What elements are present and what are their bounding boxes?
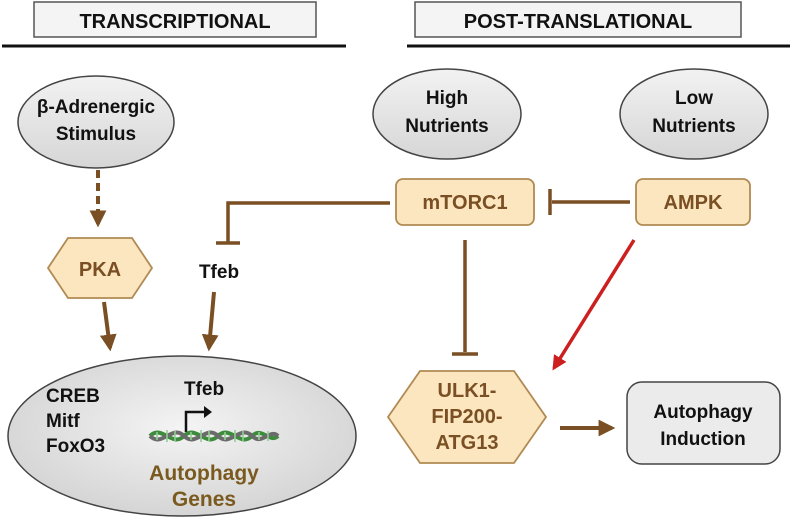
high-nutrients-line1: High	[426, 88, 468, 109]
genes-title-line1: Autophagy	[149, 462, 259, 485]
transcription-start-icon	[184, 410, 206, 432]
pka-to-genes-arrow	[99, 301, 117, 352]
beta-adrenergic-stimulus-node: β-Adrenergic Stimulus	[17, 75, 175, 169]
autophagy-induction-line1: Autophagy	[653, 402, 753, 423]
factor-foxo3: FoxO3	[46, 436, 105, 457]
mtorc1-label: mTORC1	[422, 192, 507, 214]
low-nutrients-line1: Low	[675, 88, 713, 109]
factor-creb: CREB	[46, 386, 100, 407]
high-nutrients-node: High Nutrients	[372, 68, 522, 160]
ulk1-complex-node: ULK1- FIP200- ATG13	[386, 370, 548, 464]
ulk1-line2: FIP200-	[431, 406, 502, 428]
genes-title-line2: Genes	[172, 488, 236, 511]
ampk-label: AMPK	[664, 192, 723, 214]
ampk-node: AMPK	[635, 178, 751, 226]
ampk-activates-ulk1-arrow	[552, 239, 636, 371]
low-nutrients-node: Low Nutrients	[619, 68, 769, 160]
pka-label: PKA	[79, 259, 121, 281]
autophagy-induction-node: Autophagy Induction	[626, 381, 781, 465]
dna-helix-icon	[148, 430, 280, 442]
autophagy-induction-line2: Induction	[660, 429, 745, 450]
beta-stimulus-line2: Stimulus	[56, 124, 136, 145]
tfeb-to-genes-arrow	[201, 291, 219, 352]
low-nutrients-line2: Nutrients	[652, 116, 735, 137]
tfeb-label: Tfeb	[199, 262, 239, 283]
mtorc1-node: mTORC1	[395, 178, 535, 226]
ulk1-line1: ULK1-	[438, 380, 497, 402]
header-transcriptional: TRANSCRIPTIONAL	[2, 1, 346, 48]
high-nutrients-line2: Nutrients	[405, 116, 488, 137]
beta-stimulus-line1: β-Adrenergic	[37, 97, 156, 118]
header-transcriptional-label: TRANSCRIPTIONAL	[79, 11, 270, 33]
pka-node: PKA	[46, 237, 154, 299]
mtorc1-inhibits-tfeb-line	[226, 201, 390, 242]
ulk1-line3: ATG13	[436, 432, 499, 454]
autophagy-genes-nucleus: CREB Mitf FoxO3 Tfeb Autoph	[7, 355, 357, 517]
header-post-translational: POST-TRANSLATIONAL	[407, 1, 790, 48]
factor-mitf: Mitf	[46, 411, 80, 432]
header-post-translational-label: POST-TRANSLATIONAL	[464, 11, 693, 33]
gene-tfeb-label: Tfeb	[184, 379, 224, 400]
